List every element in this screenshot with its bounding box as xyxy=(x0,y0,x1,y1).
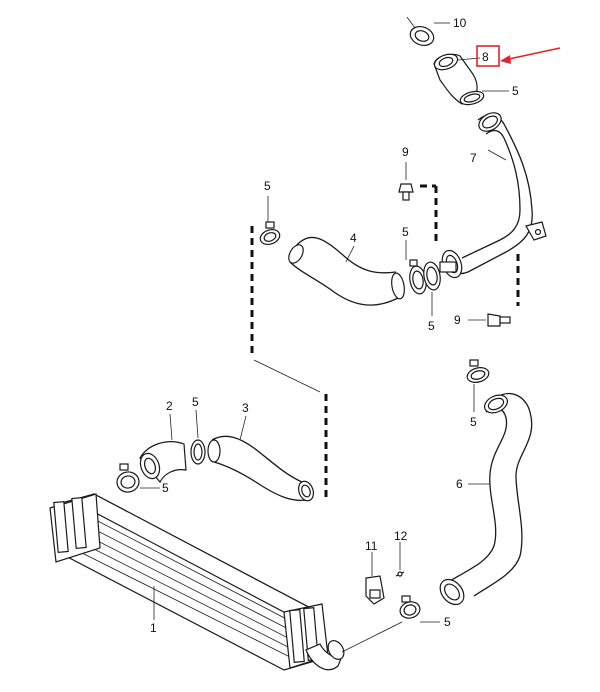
part-5-clamp-top-of-6 xyxy=(466,359,490,412)
part-5-clamp-bottom xyxy=(399,595,440,623)
highlight-box xyxy=(476,45,500,67)
part-9-bolt-top xyxy=(398,162,438,246)
part-11-bracket xyxy=(365,552,385,605)
callout-4: 4 xyxy=(350,231,357,245)
callout-5-between-2-3: 5 xyxy=(192,395,199,409)
highlight-callout-8 xyxy=(476,45,561,67)
part-9-bolt-lower xyxy=(468,254,520,327)
highlight-arrow-head xyxy=(500,55,511,64)
callout-5-left-2: 5 xyxy=(162,481,169,495)
callout-6: 6 xyxy=(456,477,463,491)
callout-5-top: 5 xyxy=(512,84,519,98)
part-8-connector xyxy=(433,53,481,105)
callout-3: 3 xyxy=(242,401,249,415)
callout-8: 8 xyxy=(482,50,489,64)
callout-5-right-4-upper: 5 xyxy=(402,225,409,239)
callout-5-top-6: 5 xyxy=(470,415,477,429)
part-4-hose xyxy=(288,236,405,306)
callout-2: 2 xyxy=(166,399,173,413)
callout-7: 7 xyxy=(470,151,477,165)
callout-9-lower: 9 xyxy=(454,313,461,327)
callout-10: 10 xyxy=(453,16,467,30)
highlight-arrow-shaft xyxy=(503,47,561,61)
part-5-clamp-top xyxy=(459,90,509,106)
part-1-intercooler xyxy=(49,493,345,671)
callout-5-right-4-lower: 5 xyxy=(428,319,435,333)
part-10-clamp xyxy=(406,16,450,47)
callout-5-left-4: 5 xyxy=(264,179,271,193)
callout-11: 11 xyxy=(365,539,378,553)
part-2-elbow xyxy=(139,413,187,484)
part-7-pipe xyxy=(441,112,547,279)
callout-1: 1 xyxy=(150,621,157,635)
part-5-clamps-right-of-4 xyxy=(405,240,457,316)
callout-12: 12 xyxy=(394,529,408,543)
leader-outlet xyxy=(341,621,403,653)
part-3-hose xyxy=(207,415,315,502)
part-5-clamp-left-of-4 xyxy=(259,196,281,246)
callout-5-bottom: 5 xyxy=(444,615,451,629)
part-5-clamps-2-3 xyxy=(116,409,206,493)
part-12-screw xyxy=(395,542,405,577)
dashed-connector-4-to-3 xyxy=(250,226,328,500)
part-6-hose xyxy=(439,393,533,606)
callout-9-top: 9 xyxy=(402,145,409,159)
